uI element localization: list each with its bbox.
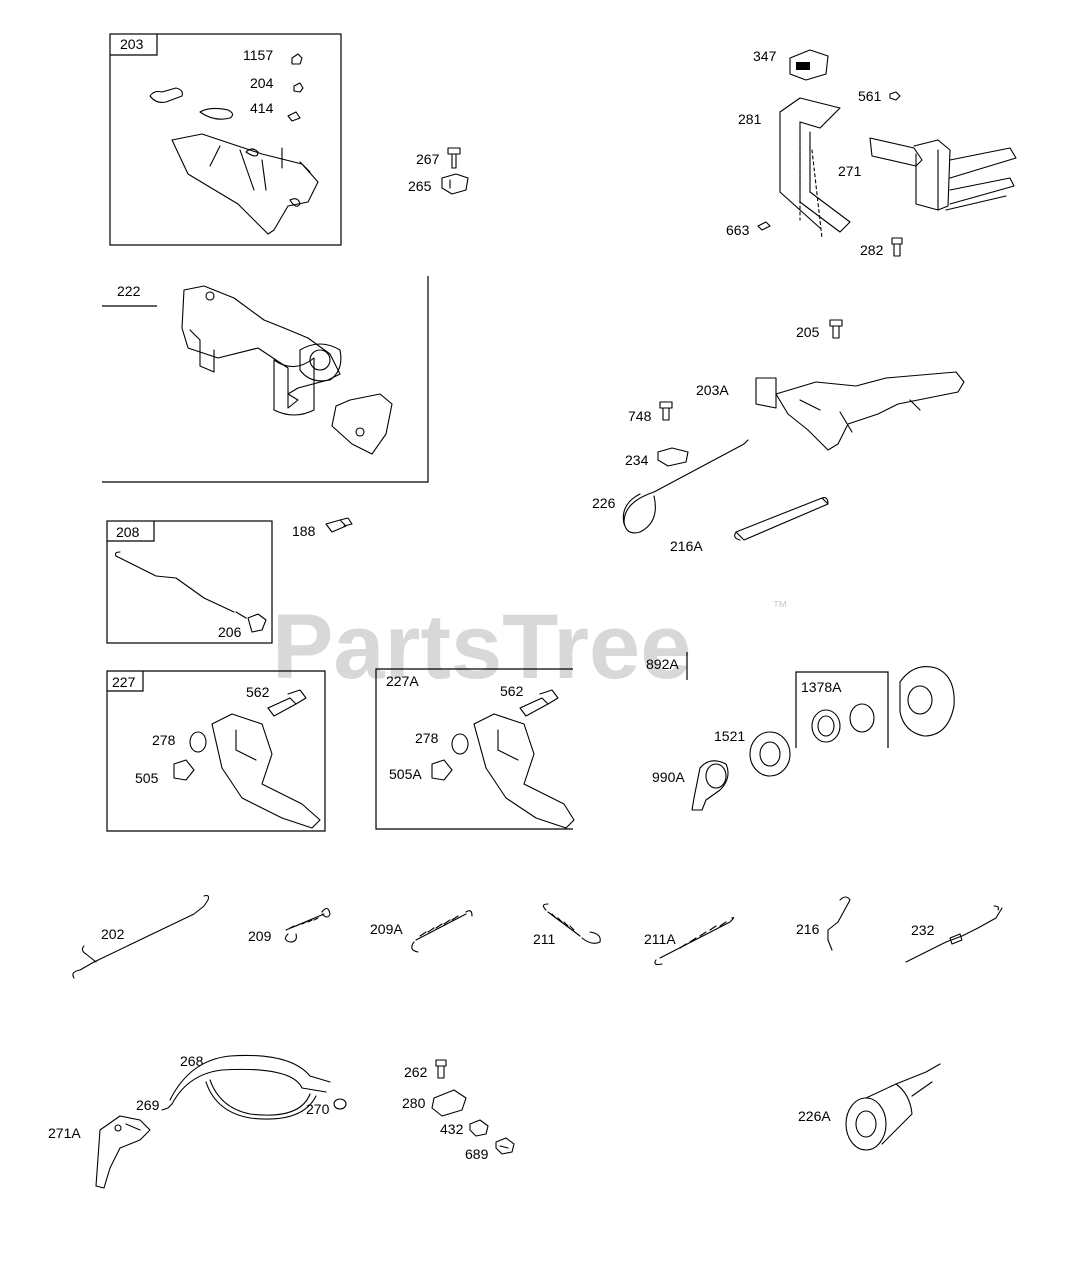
watermark-trademark: ™	[772, 599, 788, 616]
label-278a: 278	[152, 732, 176, 748]
label-209A: 209A	[370, 921, 403, 937]
label-280: 280	[402, 1095, 426, 1111]
label-209: 209	[248, 928, 272, 944]
label-561: 561	[858, 88, 882, 104]
assembly-227: 227 562 278 505	[106, 670, 326, 832]
label-271: 271	[838, 163, 862, 179]
label-748: 748	[628, 408, 652, 424]
label-234: 234	[625, 452, 649, 468]
assembly-203: 203 1157 204 414	[109, 33, 342, 246]
governor-parts: 205 203A 748 234 226 216A	[592, 319, 965, 554]
label-227: 227	[112, 674, 136, 690]
label-216: 216	[796, 921, 820, 937]
label-281: 281	[738, 111, 762, 127]
label-262: 262	[404, 1064, 428, 1080]
springs-row: 202 209 209A 211 211A 216 232	[72, 894, 1003, 979]
label-990A: 990A	[652, 769, 685, 785]
label-202: 202	[101, 926, 125, 942]
label-689: 689	[465, 1146, 489, 1162]
label-663: 663	[726, 222, 750, 238]
label-505A: 505A	[389, 766, 422, 782]
label-278b: 278	[415, 730, 439, 746]
cable-assembly: 268 269 270 271A	[48, 1053, 347, 1189]
label-211A: 211A	[644, 931, 676, 947]
label-203: 203	[120, 36, 144, 52]
label-432: 432	[440, 1121, 464, 1137]
label-562a: 562	[246, 684, 270, 700]
fastener-parts: 262 280 432 689	[402, 1059, 515, 1162]
bolt-188: 188	[292, 517, 353, 539]
assembly-222: 222	[102, 276, 429, 483]
label-1521: 1521	[714, 728, 745, 744]
label-232: 232	[911, 922, 935, 938]
label-203A: 203A	[696, 382, 729, 398]
label-208: 208	[116, 524, 140, 540]
label-206: 206	[218, 624, 242, 640]
watermark-text: PartsTree	[272, 596, 691, 698]
control-bracket-assembly: 347 561 281 271 663 282	[726, 48, 1017, 258]
label-204: 204	[250, 75, 274, 91]
label-226A: 226A	[798, 1108, 831, 1124]
label-265: 265	[408, 178, 432, 194]
label-227A: 227A	[386, 673, 419, 689]
label-216A: 216A	[670, 538, 703, 554]
label-222: 222	[117, 283, 141, 299]
label-267: 267	[416, 151, 440, 167]
label-269: 269	[136, 1097, 160, 1113]
assembly-208: 208 206	[106, 520, 273, 644]
label-211: 211	[533, 931, 556, 947]
label-282: 282	[860, 242, 884, 258]
label-271A: 271A	[48, 1125, 81, 1141]
label-414: 414	[250, 100, 274, 116]
label-188: 188	[292, 523, 316, 539]
label-270: 270	[306, 1101, 330, 1117]
label-205: 205	[796, 324, 820, 340]
label-892A: 892A	[646, 656, 679, 672]
knob-226A: 226A	[798, 1063, 941, 1151]
label-1378A: 1378A	[801, 679, 842, 695]
flywheel-parts: 892A 1378A 1521 990A	[646, 652, 955, 811]
assembly-227A: 227A 562 278 505A	[375, 668, 575, 830]
bolt-267-clip-265: 267 265	[408, 147, 469, 195]
label-268: 268	[180, 1053, 204, 1069]
label-226: 226	[592, 495, 616, 511]
label-505: 505	[135, 770, 159, 786]
label-1157: 1157	[243, 47, 273, 63]
label-562b: 562	[500, 683, 524, 699]
label-347: 347	[753, 48, 777, 64]
